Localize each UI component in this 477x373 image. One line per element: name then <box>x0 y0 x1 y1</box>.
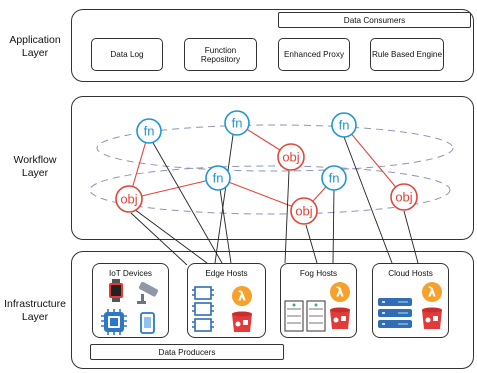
data-log-box: Data Log <box>91 38 163 71</box>
fn-node-1-label: fn <box>144 124 155 139</box>
link-fn4-cloud <box>343 136 393 264</box>
enhanced-proxy-box: Enhanced Proxy <box>278 38 350 71</box>
fog-lambda-glyph: λ <box>336 286 344 301</box>
obj-node-3-label: obj <box>295 204 312 219</box>
workflow-ring-upper <box>96 124 454 172</box>
link-fn5-fog <box>332 187 335 264</box>
fn-node-5-label: fn <box>329 171 340 186</box>
obj-node-2-label: obj <box>282 150 299 165</box>
link-obj4-cloud <box>403 210 419 264</box>
cloud-lambda-glyph: λ <box>428 286 436 301</box>
fn-node-2: fn <box>224 110 250 136</box>
data-producers-box: Data Producers <box>90 344 284 360</box>
link-obj2-fog <box>284 170 290 264</box>
fn-node-3: fn <box>205 165 231 191</box>
obj-node-1-label: obj <box>120 192 137 207</box>
edge-storage-bucket-icon <box>232 311 252 332</box>
security-camera-icon <box>137 281 159 304</box>
obj-node-1: obj <box>115 185 143 213</box>
cloud-server-rack-icon <box>378 298 412 328</box>
link-obj1-edge <box>133 208 208 264</box>
cloud-storage-bucket-icon <box>422 307 442 329</box>
smartphone-icon <box>140 312 155 334</box>
smartwatch-icon <box>109 279 123 302</box>
fn-node-5: fn <box>321 165 347 191</box>
link-fn2-edge <box>214 134 234 264</box>
fn-node-4-label: fn <box>339 118 350 133</box>
processor-chip-icon <box>101 309 127 335</box>
edge-board-icon <box>192 286 214 332</box>
obj-node-2: obj <box>277 143 305 171</box>
obj-node-3: obj <box>290 197 318 225</box>
fn-node-1: fn <box>136 118 162 144</box>
application-layer-label: Application Layer <box>9 34 61 59</box>
workflow-layer-label: Workflow Layer <box>13 154 57 179</box>
edge-hosts-title: Edge Hosts <box>205 269 248 278</box>
link-fn1-edge <box>151 140 223 264</box>
edge-lambda-glyph: λ <box>238 290 246 305</box>
workflow-ring-lower <box>89 165 451 215</box>
edge-fn3-obj3 <box>217 177 305 212</box>
rule-based-engine-box: Rule Based Engine <box>370 38 444 71</box>
fog-server-icon <box>284 300 326 332</box>
fn-node-3-label: fn <box>213 171 224 186</box>
edge-fn3-obj1 <box>128 177 219 200</box>
data-consumers-box: Data Consumers <box>278 12 471 28</box>
iot-devices-title: IoT Devices <box>108 269 153 278</box>
link-obj1-iot <box>130 212 188 266</box>
function-repository-box: Function Repository <box>184 38 257 71</box>
link-obj3-fog <box>305 224 318 264</box>
fog-hosts-title: Fog Hosts <box>299 269 338 278</box>
edge-fn4-obj4 <box>343 124 405 198</box>
cloud-lambda-icon: λ <box>422 282 442 302</box>
fn-node-4: fn <box>331 112 357 138</box>
cloud-hosts-title: Cloud Hosts <box>388 269 433 278</box>
infrastructure-layer-label: Infrastructure Layer <box>4 298 66 323</box>
link-fn3-edge <box>219 188 232 264</box>
edge-lambda-icon: λ <box>232 286 252 306</box>
obj-node-4: obj <box>390 183 418 211</box>
fn-node-2-label: fn <box>232 116 243 131</box>
fog-lambda-icon: λ <box>330 282 350 302</box>
fog-storage-bucket-icon <box>330 307 350 329</box>
obj-node-4-label: obj <box>395 190 412 205</box>
